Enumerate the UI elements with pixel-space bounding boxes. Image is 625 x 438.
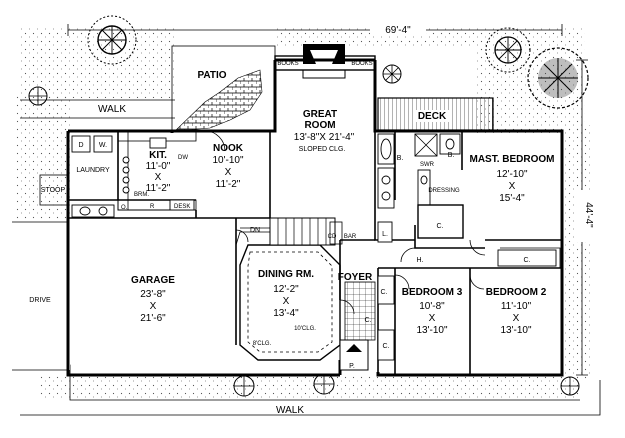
walk-top-label: WALK <box>98 104 126 115</box>
kitchen-x: X <box>155 172 162 183</box>
patio-label: PATIO <box>197 70 226 81</box>
books-left: BOOKS <box>277 61 298 67</box>
stairs-down-label: DN <box>250 227 260 234</box>
kitchen-label: KIT. <box>149 150 167 161</box>
washer-label: W. <box>99 142 107 149</box>
dining-x: X <box>283 296 290 307</box>
bedroom3-width: 10'-8" <box>419 301 445 312</box>
kitchen-counters <box>117 130 197 211</box>
deck-label: DECK <box>418 111 447 122</box>
dining-height: 13'-4" <box>273 308 299 319</box>
baths <box>377 133 464 239</box>
landscaping <box>15 28 590 400</box>
stoop <box>39 174 69 206</box>
drive-label: DRIVE <box>29 297 51 304</box>
dimension-lines <box>67 22 590 376</box>
refrigerator-label: R <box>150 204 155 210</box>
linen-label: L. <box>382 231 388 238</box>
dining-ceiling-note-2: 8'CLG. <box>253 341 272 347</box>
kitchen-width: 11'-0" <box>146 161 171 172</box>
master-bedroom-label: MAST. BEDROOM <box>470 154 555 165</box>
nook-height: 11'-2" <box>216 179 241 190</box>
dining-label: DINING RM. <box>258 269 314 280</box>
bedroom3-label: BEDROOM 3 <box>402 287 463 298</box>
door-swings <box>204 130 486 315</box>
dining-bay <box>239 244 341 361</box>
kitchen-height: 11'-2" <box>146 183 171 194</box>
dryer-label: D <box>78 142 83 149</box>
nook-label: NOOK <box>213 143 244 154</box>
oven-label: O. <box>121 205 128 211</box>
interior-walls <box>68 131 562 375</box>
master-bedroom-height: 15'-4" <box>499 193 525 204</box>
bar-label: BAR <box>344 234 357 240</box>
bedroom3-x: X <box>429 313 436 324</box>
foyer-label: FOYER <box>338 272 373 283</box>
dining-width: 12'-2" <box>273 284 299 295</box>
stairs <box>235 217 336 246</box>
bedroom2-label: BEDROOM 2 <box>486 287 547 298</box>
overall-width: 69'-4" <box>385 25 411 36</box>
bedroom3-height: 13'-10" <box>416 325 447 336</box>
garage-x: X <box>150 301 157 312</box>
walk-top <box>20 99 175 119</box>
great-room-note: SLOPED CLG. <box>299 146 346 153</box>
broom-label: BRM. <box>134 192 149 198</box>
bedroom2-width: 11'-10" <box>501 301 532 312</box>
bedroom2-closet-label: C. <box>524 257 531 264</box>
garage-width: 23'-8" <box>140 289 166 300</box>
great-room-label: GREAT <box>303 109 337 120</box>
nook-width: 10'-10" <box>212 155 243 166</box>
garage-height: 21'-6" <box>140 313 166 324</box>
master-bedroom-x: X <box>509 181 516 192</box>
master-bedroom-width: 12'-10" <box>496 169 527 180</box>
dressing-label: DRESSING <box>428 188 460 194</box>
desk-label: DESK <box>174 204 190 210</box>
tree-icon <box>87 15 137 65</box>
great-room-size: 13'-8"X 21'-4" <box>294 132 355 143</box>
shower-label: SWR <box>420 162 435 168</box>
dryer <box>71 135 91 153</box>
hall-label: H. <box>417 257 424 264</box>
overall-depth: 44'-4" <box>583 202 594 228</box>
nook-x: X <box>225 167 232 178</box>
laundry-label: LAUNDRY <box>76 167 110 174</box>
dishwasher-label: DW <box>178 155 188 161</box>
bedroom3-closet-label-b: C. <box>383 343 390 350</box>
great-room-label-2: ROOM <box>304 120 335 131</box>
closets <box>377 221 561 361</box>
cd-label: CD <box>328 234 337 240</box>
foyer-closet-label: C. <box>365 317 372 324</box>
garage-label: GARAGE <box>131 275 175 286</box>
tree-icon <box>485 27 531 73</box>
books-right: BOOKS <box>351 61 372 67</box>
bedroom2-x: X <box>513 313 520 324</box>
bath-label-2: B. <box>448 152 455 159</box>
bedroom3-closet-label-a: C. <box>381 289 388 296</box>
foyer-tile <box>344 281 376 341</box>
dining-ceiling-note: 10'CLG. <box>294 326 316 332</box>
washer <box>93 135 113 153</box>
stoop-label: STOOP <box>41 187 66 194</box>
master-closet-label: C. <box>437 223 444 230</box>
walk-bottom-label: WALK <box>276 405 304 416</box>
porch-label: P. <box>349 363 355 370</box>
bath-label-1: B. <box>397 155 404 162</box>
bedroom2-height: 13'-10" <box>500 325 531 336</box>
tree-icon <box>527 47 589 109</box>
